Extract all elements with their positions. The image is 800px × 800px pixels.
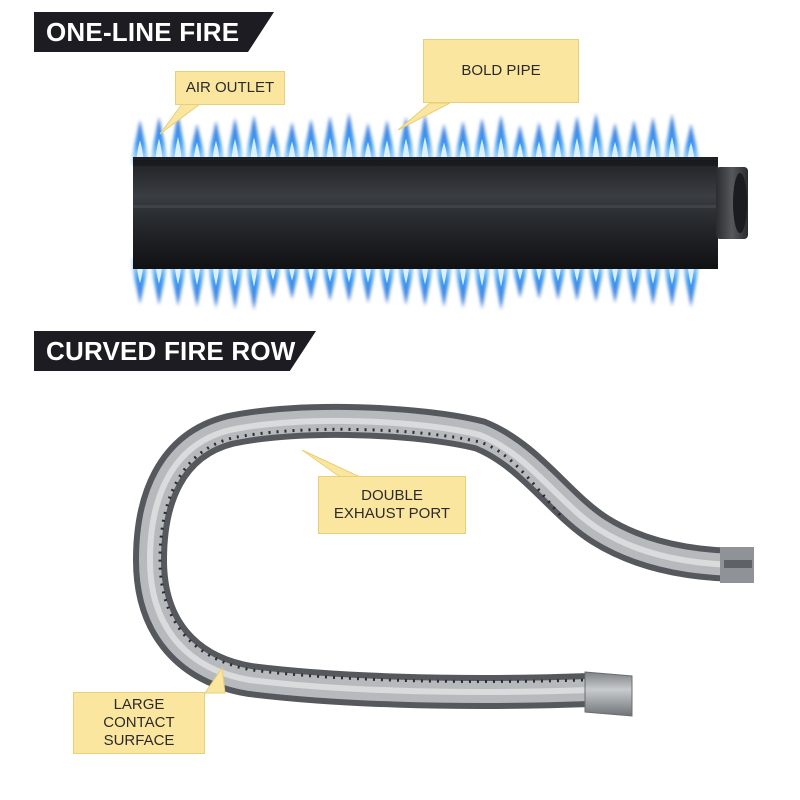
banner-shape xyxy=(34,12,274,52)
curved-pipe xyxy=(132,403,754,717)
callout-text-line: CONTACT xyxy=(103,714,175,731)
callout-text-line: LARGE xyxy=(113,696,165,713)
section-banner-curved-fire-row: CURVED FIRE ROW xyxy=(34,331,316,371)
top-flames xyxy=(131,113,700,165)
callout-pointers xyxy=(159,102,451,694)
section-title: ONE-LINE FIRE xyxy=(46,17,240,47)
callout-text: BOLD PIPE xyxy=(461,62,541,79)
callout-large-contact-surface: LARGE CONTACT SURFACE xyxy=(73,692,205,754)
section-banner-one-line-fire: ONE-LINE FIRE xyxy=(34,12,274,52)
section-title: CURVED FIRE ROW xyxy=(46,336,296,366)
banner-shape xyxy=(34,331,316,371)
bold-pipe xyxy=(133,157,748,269)
callout-bold-pipe: BOLD PIPE xyxy=(423,39,579,103)
callout-text-line: EXHAUST PORT xyxy=(333,505,451,522)
callout-text-line: SURFACE xyxy=(103,732,175,749)
callout-double-exhaust-port: DOUBLE EXHAUST PORT xyxy=(318,476,466,534)
callout-text: AIR OUTLET xyxy=(185,79,275,96)
callout-text-line: DOUBLE xyxy=(361,487,423,504)
callout-air-outlet: AIR OUTLET xyxy=(175,71,285,105)
